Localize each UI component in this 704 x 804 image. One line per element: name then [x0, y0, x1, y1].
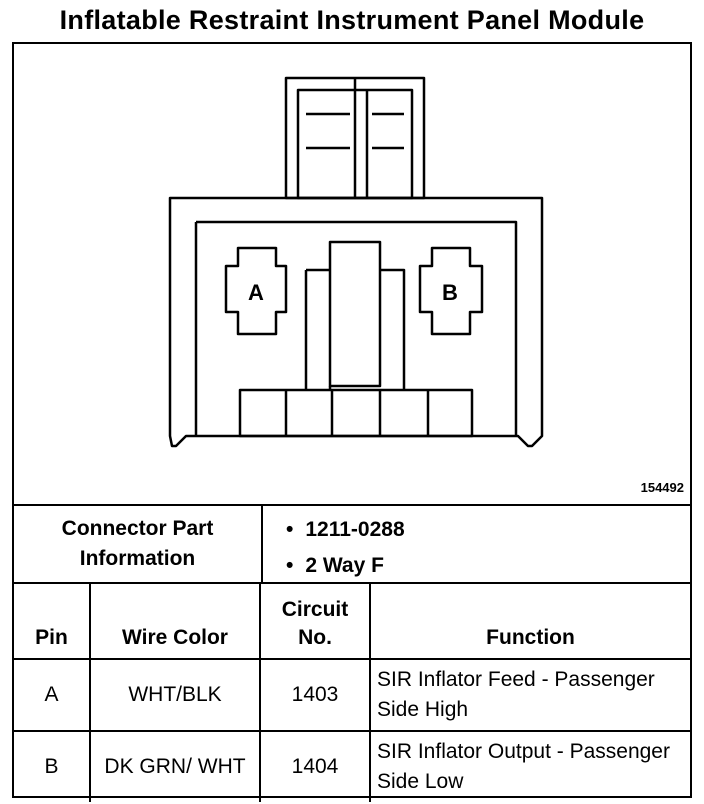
header-wire-color: Wire Color	[89, 582, 261, 660]
connector-diagram: A B 154492	[14, 44, 690, 504]
center-key	[304, 240, 406, 390]
pin-label-b: B	[442, 280, 458, 305]
cavity-a-outline	[224, 246, 288, 336]
table-row: B DK GRN/ WHT 1404 SIR Inflator Output -…	[14, 730, 690, 802]
cell-wire-color: WHT/BLK	[89, 658, 261, 732]
pin-table: Pin Wire Color Circuit No. Function A WH…	[14, 582, 690, 802]
cell-function: SIR Inflator Feed - Passenger Side High	[369, 658, 690, 732]
connector-info-list: 1211-0288 2 Way F	[286, 512, 405, 584]
cell-circuit: 1403	[259, 658, 371, 732]
connector-type: 2 Way F	[286, 548, 405, 584]
connector-sheet: A B 154492 Connector Part Information 12…	[12, 42, 692, 802]
bottom-ribs	[238, 388, 474, 438]
header-pin: Pin	[14, 582, 91, 660]
table-header-row: Pin Wire Color Circuit No. Function	[14, 582, 690, 660]
header-function: Function	[369, 582, 690, 660]
connector-housing	[168, 196, 544, 448]
latch-tab	[284, 76, 426, 200]
page-title: Inflatable Restraint Instrument Panel Mo…	[59, 5, 645, 35]
cell-pin: B	[14, 730, 91, 802]
part-number: 1211-0288	[286, 512, 404, 548]
header-circuit: Circuit No.	[259, 582, 371, 660]
cell-function: SIR Inflator Output - Passenger Side Low	[369, 730, 690, 802]
cell-wire-color: DK GRN/ WHT	[89, 730, 261, 802]
connector-part-info: Connector Part Information 1211-0288 2 W…	[14, 504, 690, 582]
connector-info-label: Connector Part Information	[14, 506, 263, 582]
connector-drawing: A B	[168, 76, 544, 448]
connector-cavity	[194, 220, 518, 436]
cell-circuit: 1404	[259, 730, 371, 802]
figure-number: 154492	[640, 480, 684, 495]
cell-pin: A	[14, 658, 91, 732]
pin-label-a: A	[248, 280, 264, 305]
cavity-b-outline	[418, 246, 484, 336]
table-row: A WHT/BLK 1403 SIR Inflator Feed - Passe…	[14, 658, 690, 732]
